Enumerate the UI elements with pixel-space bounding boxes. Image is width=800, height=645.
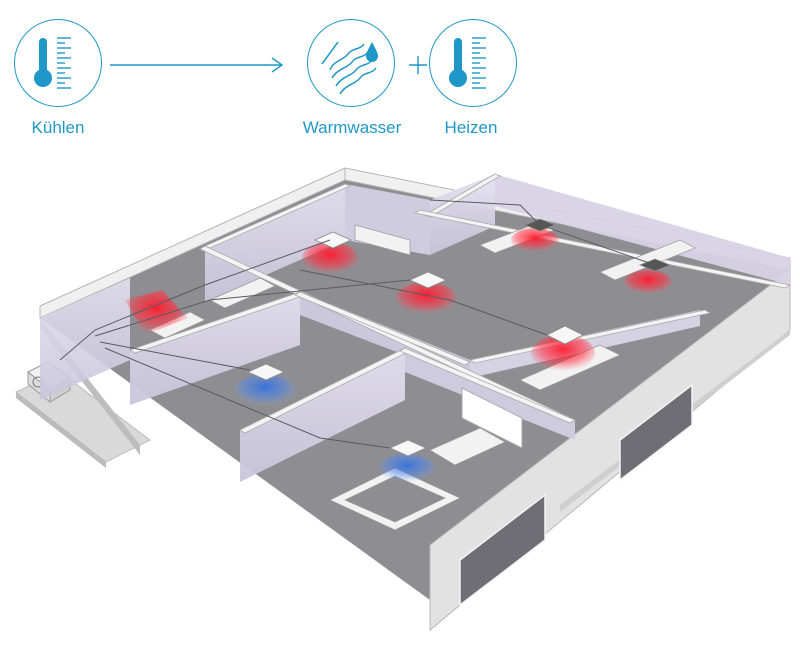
- cassette-units: [247, 218, 672, 457]
- heating-label: Heizen: [444, 118, 498, 137]
- exterior-windows: [459, 383, 693, 607]
- thermometer-icon: [34, 37, 71, 89]
- thermometer-icon: [449, 37, 486, 89]
- whiteboard: [461, 387, 523, 449]
- warm-air-flows: [125, 228, 672, 371]
- hot-water-circle: [307, 19, 395, 107]
- cooling-circle: [14, 19, 102, 107]
- hot-water-label: Warmwasser: [302, 118, 402, 137]
- partition-walls: [129, 173, 792, 434]
- refrigerant-piping: [59, 199, 656, 449]
- cooling-label: Kühlen: [31, 118, 85, 137]
- heating-circle: [429, 19, 517, 107]
- cool-air-flows: [235, 374, 435, 482]
- water-coil-icon: [321, 41, 378, 95]
